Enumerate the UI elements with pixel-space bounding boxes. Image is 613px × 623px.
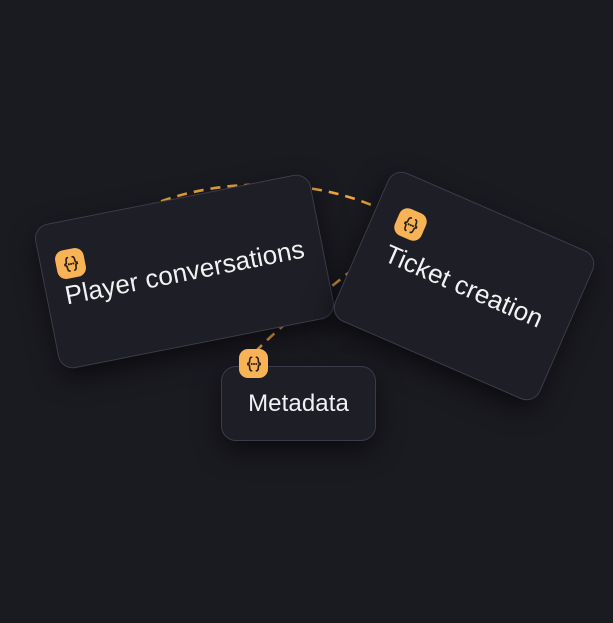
json-braces-icon	[246, 355, 261, 372]
node-metadata[interactable]: Metadata	[221, 366, 376, 441]
node-label-ticket-creation: Ticket creation	[380, 238, 548, 334]
json-braces-icon-metadata[interactable]	[239, 349, 268, 378]
json-braces-icon	[63, 255, 78, 272]
json-braces-icon-player-conversations[interactable]	[53, 246, 88, 281]
node-label-metadata: Metadata	[248, 389, 349, 417]
json-braces-icon	[403, 216, 418, 233]
